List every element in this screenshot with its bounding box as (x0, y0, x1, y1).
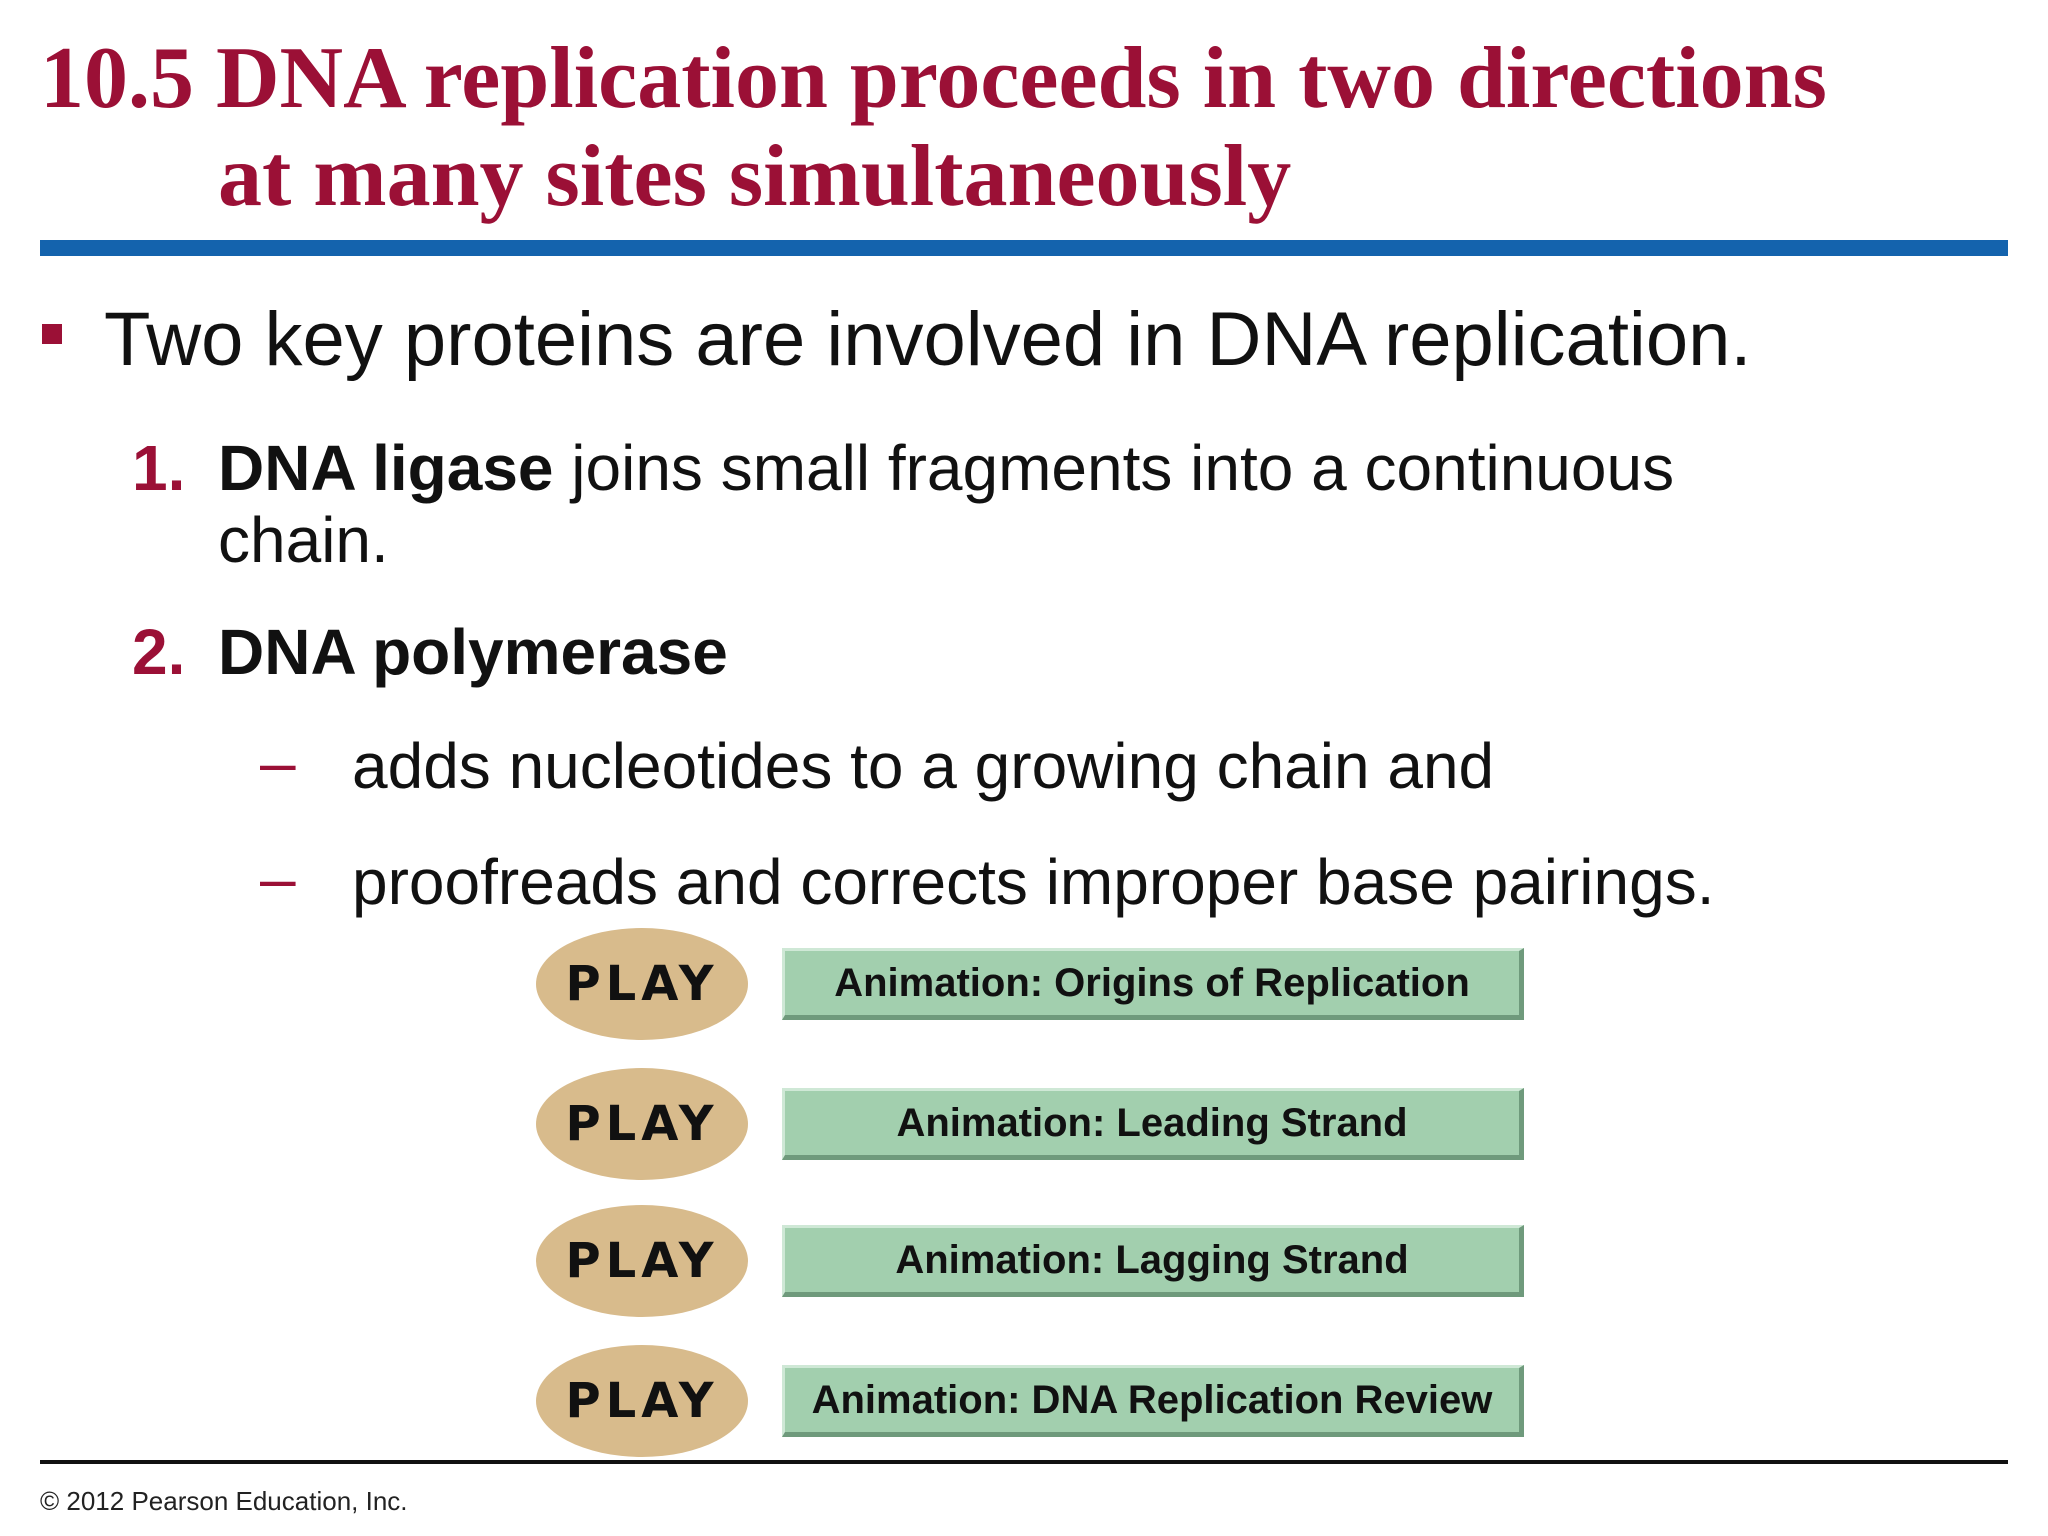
main-bullet: Two key proteins are involved in DNA rep… (40, 300, 2000, 380)
list-item-text: DNA ligase joins small fragments into a … (218, 432, 1674, 504)
animation-link-origins-of-replication[interactable]: Animation: Origins of Replication (782, 948, 1524, 1020)
play-button[interactable]: PLAY (536, 928, 748, 1040)
title-line-2: at many sites simultaneously (218, 128, 1292, 225)
title-line-1: 10.5 DNA replication proceeds in two dir… (40, 30, 1827, 127)
animation-row-leading-strand: PLAY Animation: Leading Strand (536, 1068, 1536, 1180)
square-bullet-icon (42, 324, 62, 344)
sub-item-text: adds nucleotides to a growing chain and (352, 730, 1495, 802)
play-button[interactable]: PLAY (536, 1345, 748, 1457)
slide-title: 10.5 DNA replication proceeds in two dir… (40, 30, 2010, 226)
footer-divider (40, 1460, 2008, 1464)
play-button[interactable]: PLAY (536, 1205, 748, 1317)
main-bullet-text: Two key proteins are involved in DNA rep… (104, 297, 1752, 382)
animation-link-leading-strand[interactable]: Animation: Leading Strand (782, 1088, 1524, 1160)
animation-row-replication-review: PLAY Animation: DNA Replication Review (536, 1345, 1536, 1457)
term-dna-ligase: DNA ligase (218, 432, 554, 504)
copyright-notice: © 2012 Pearson Education, Inc. (40, 1486, 408, 1516)
title-divider (40, 240, 2008, 256)
term-dna-polymerase: DNA polymerase (218, 616, 728, 688)
animation-link-lagging-strand[interactable]: Animation: Lagging Strand (782, 1225, 1524, 1297)
animation-link-dna-replication-review[interactable]: Animation: DNA Replication Review (782, 1365, 1524, 1437)
dash-bullet: – (260, 842, 296, 914)
animation-row-origins: PLAY Animation: Origins of Replication (536, 928, 1536, 1040)
dash-bullet: – (260, 726, 296, 798)
ligase-description-continued: chain. (218, 504, 389, 576)
animation-row-lagging-strand: PLAY Animation: Lagging Strand (536, 1205, 1536, 1317)
list-number: 1. (132, 432, 186, 504)
play-button[interactable]: PLAY (536, 1068, 748, 1180)
ligase-description: joins small fragments into a continuous (553, 432, 1675, 504)
sub-item-text: proofreads and corrects improper base pa… (352, 846, 1715, 918)
list-number: 2. (132, 616, 186, 688)
list-item-text: DNA polymerase (218, 616, 728, 688)
